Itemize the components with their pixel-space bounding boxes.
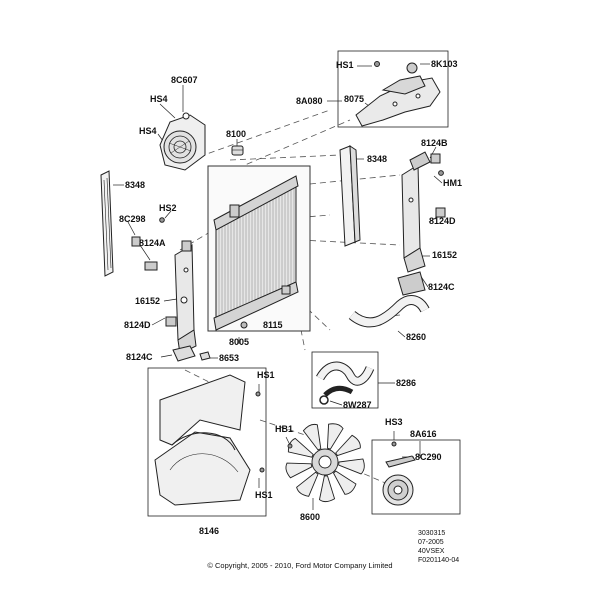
label-8146: 8146 (199, 526, 220, 536)
fan-blade (326, 423, 344, 450)
label-hs2: HS2 (159, 203, 177, 213)
fan-blade (335, 434, 361, 457)
label-hb1: HB1 (275, 424, 294, 434)
right-side-bracket (397, 151, 446, 296)
copyright-notice: © Copyright, 2005 - 2010, Ford Motor Com… (207, 561, 393, 570)
fan-blade (318, 475, 336, 503)
fan-blade (287, 437, 314, 458)
label-8348-right: 8348 (367, 154, 388, 164)
label-8124b: 8124B (421, 138, 448, 148)
diagram-code-1: 3030315 (418, 530, 446, 537)
label-8115: 8115 (263, 320, 283, 330)
label-8005: 8005 (229, 337, 250, 347)
fan-clutch (382, 441, 416, 506)
degas-bottle-bracket (355, 61, 441, 127)
air-deflector-left (100, 170, 114, 277)
label-8100: 8100 (226, 129, 247, 139)
diagram-code-3: 40VSEX (418, 548, 445, 555)
label-8124c-right: 8124C (428, 282, 455, 292)
diagram-figure-id: F0201140-04 (418, 557, 460, 564)
label-8348-left: 8348 (125, 180, 146, 190)
label-hs4-lower: HS4 (139, 126, 157, 136)
fan-blade (302, 423, 322, 451)
label-8124c-left: 8124C (126, 352, 153, 362)
label-8a616: 8A616 (410, 429, 437, 439)
label-8286: 8286 (396, 378, 417, 388)
diagram-date: 07-2005 (418, 539, 444, 546)
label-hm1: HM1 (443, 178, 463, 188)
fan-clutch-callout-box (371, 439, 461, 515)
lower-clips (172, 345, 211, 362)
label-8c298: 8C298 (119, 214, 146, 224)
label-8075: 8075 (344, 94, 365, 104)
label-hs1-bottom: HS1 (255, 490, 273, 500)
label-hs1-mid: HS1 (257, 370, 275, 380)
label-8w287: 8W287 (343, 400, 372, 410)
upper-radiator-hose (316, 361, 375, 405)
label-8600: 8600 (300, 512, 321, 522)
label-8124d-left: 8124D (124, 320, 151, 330)
label-hs4-upper: HS4 (150, 94, 168, 104)
upper-shroud-piece (159, 112, 206, 171)
radiator-cap (231, 145, 244, 156)
radiator-core (207, 165, 311, 332)
degas-bracket-callout-box (337, 50, 449, 128)
fan-blade (338, 458, 365, 475)
label-hs1-top: HS1 (336, 60, 354, 70)
cooling-fan (285, 423, 365, 503)
label-8c607: 8C607 (171, 75, 198, 85)
label-8a080: 8A080 (296, 96, 323, 106)
upper-hose-callout-box (311, 351, 379, 409)
label-8c290: 8C290 (415, 452, 442, 462)
label-16152-right: 16152 (432, 250, 458, 260)
label-8124d-right: 8124D (429, 216, 456, 226)
lower-radiator-hose (348, 295, 430, 328)
fan-shroud-callout-box (147, 367, 267, 517)
label-8k103: 8K103 (431, 59, 458, 69)
air-deflector-right (339, 145, 361, 247)
label-8653: 8653 (219, 353, 240, 363)
label-16152-left: 16152 (135, 296, 161, 306)
label-8260: 8260 (406, 332, 427, 342)
label-hs3: HS3 (385, 417, 403, 427)
fan-shroud (154, 374, 265, 506)
fan-blade (296, 471, 319, 497)
fan-blade (285, 462, 313, 479)
fan-blade (332, 470, 357, 495)
label-8124a: 8124A (139, 238, 166, 248)
